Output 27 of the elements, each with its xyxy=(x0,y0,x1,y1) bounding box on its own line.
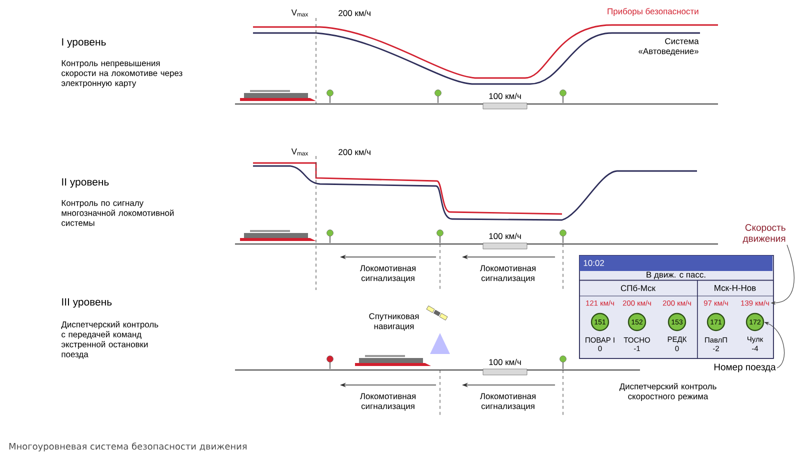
legend-text: Система «Автоведение» xyxy=(638,38,699,56)
level-title: I уровень xyxy=(62,38,106,48)
speed-label: V$_{max}$ xyxy=(291,10,308,16)
panel-caption: Диспетчерский контроль скоростного режима xyxy=(619,383,716,401)
speed-label: V$_{max}$ xyxy=(291,148,308,156)
signal-label: Локомотивная сигнализация xyxy=(480,265,536,283)
level-description: Контроль по сигналу многозначной локомотивной системы xyxy=(62,200,174,226)
speed-limit-label: 100 км/ч xyxy=(489,92,521,100)
caption: Многоуровневая система безопасности движения xyxy=(9,442,247,452)
signal-label: Локомотивная сигнализация xyxy=(480,393,536,411)
level-description: Диспетчерский контроль с передачей команд экстренной остановки поезда xyxy=(61,321,158,359)
level-title: III уровень xyxy=(62,298,112,308)
speed-value: 200 км/ч xyxy=(338,10,370,16)
callout-text: Номер поезда xyxy=(714,364,776,372)
speed-limit-label: 100 км/ч xyxy=(489,232,521,240)
satellite-label: Спутниковая навигация xyxy=(369,313,419,331)
status-text: В движ. с пасс. xyxy=(646,272,706,280)
speed-limit-label: 100 км/ч xyxy=(489,358,521,366)
signal-label: Локомотивная сигнализация xyxy=(360,393,416,411)
display-panel xyxy=(578,255,774,359)
speed-value: 200 км/ч xyxy=(338,148,370,156)
signal-label: Локомотивная сигнализация xyxy=(360,265,416,283)
header-bar: 10:02 xyxy=(580,256,772,271)
legend-text: Приборы безопасности xyxy=(608,8,698,16)
level-description: Контроль непревышения скорости на локомотиве через электронную карту xyxy=(61,60,182,88)
level-title: II уровень xyxy=(62,178,109,188)
callout-text: Скорость движения xyxy=(742,224,786,244)
